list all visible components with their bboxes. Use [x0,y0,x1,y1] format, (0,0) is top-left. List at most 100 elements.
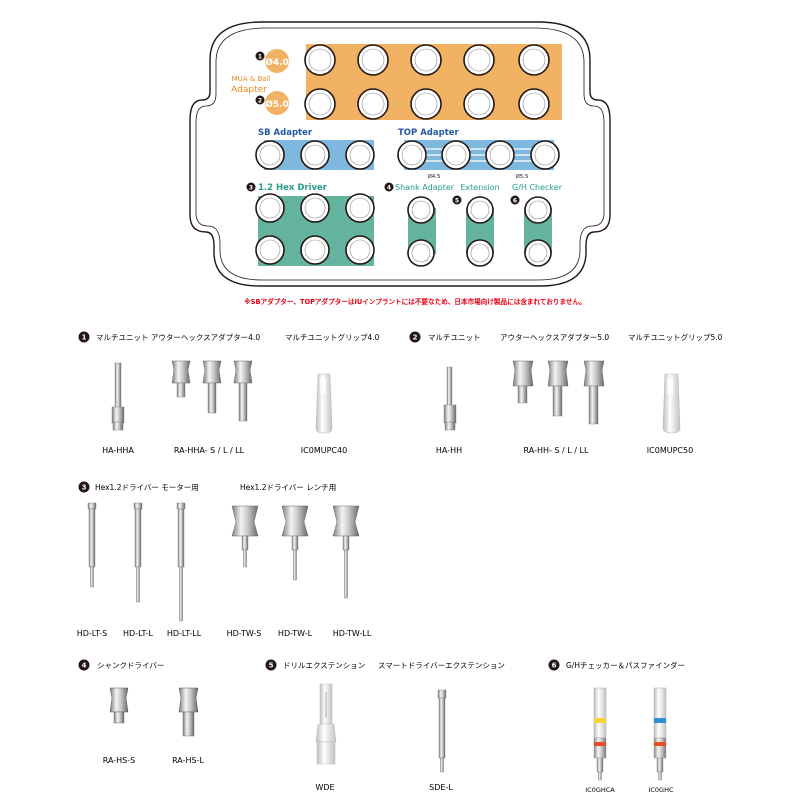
top-dim-large: Ø5.5 [515,173,529,180]
part-ic0ghc: IC0GHC [648,786,674,794]
part-ic0ghca: IC0GHCA [585,786,615,794]
tray-hole-inner-ring [445,144,467,166]
tray-badge-6: 6 [510,195,520,205]
part-ra-hha: RA-HHA- S / L / LL [174,446,245,455]
tray-hole-inner-ring [528,243,548,263]
section-6: 6 G/Hチェッカー＆パスファインダー IC0GHCA IC0GHC [548,659,685,794]
tray-badge-3: 3 [246,182,256,192]
tray-hole-inner-ring [534,144,556,166]
tray-hole-inner-ring [489,144,511,166]
svg-text:2: 2 [258,98,262,105]
part-ic0mupc50: IC0MUPC50 [647,446,693,455]
section-2-title-b: アウターヘックスアダプター5.0 [500,332,609,342]
section-2-title-a: マルチユニット [428,333,481,342]
section-5: 5 ドリルエクステンション スマートドライバーエクステンション WDE SDE-… [265,659,505,792]
section-6-title: G/Hチェッカー＆パスファインダー [566,660,685,670]
tray-badge-2: 2 [255,95,265,105]
svg-text:5: 5 [455,198,459,205]
part-hd-lt-l: HD-LT-L [123,629,153,638]
ic0mupc40-illustration [315,373,333,434]
mua-label-line2: Adapter [231,85,267,95]
section-1-badge [78,331,90,343]
svg-text:5: 5 [269,662,274,670]
part-hd-lt-s: HD-LT-S [77,629,108,638]
section-1-title-b: マルチユニットグリップ4.0 [285,332,380,342]
part-hd-tw-l: HD-TW-L [278,629,313,638]
part-hd-tw-s: HD-TW-S [227,629,262,638]
section-1: 1 マルチユニット アウターヘックスアダプター4.0 マルチユニットグリップ4.… [78,331,380,455]
ic0ghca-illustration [593,687,607,781]
tray-hole-inner-ring [522,92,546,116]
tray-hole-inner-ring [411,243,431,263]
ra-hs-illustrations [109,687,199,737]
svg-text:4: 4 [387,185,391,192]
svg-text:6: 6 [552,662,557,670]
section-2-title-c: マルチユニットグリップ5.0 [628,332,723,342]
orange-badge-bottom-text: Ø5.0 [265,99,289,110]
section-5-title-a: ドリルエクステンション [283,661,365,670]
tray-outline-outer [189,21,611,287]
tray-hole-inner-ring [308,92,332,116]
section-4: 4 シャンクドライバー RA-HS-S RA-HS-L [78,659,204,765]
tray-badge-1: 1 [255,51,265,61]
svg-text:6: 6 [513,198,517,205]
tray: Ø4.0 Ø5.0 1 2 3 4 5 6 MUA & Ball [189,21,611,287]
svg-text:3: 3 [249,185,253,192]
tray-hole-inner-ring [308,48,332,72]
top-band-stripes [420,148,540,162]
section-3: 3 Hex1.2ドライバー モーター用 Hex1.2ドライバー レンチ用 [77,481,372,638]
tray-hole [463,88,495,120]
part-ha-hh: HA-HH [436,446,462,455]
orange-badge-bottom [265,91,289,115]
tray-hole-inner-ring [522,48,546,72]
part-ra-hs-s: RA-HS-S [103,756,135,765]
section-3-title-a: Hex1.2ドライバー モーター用 [95,483,199,492]
tray-hole [304,44,336,76]
part-ic0mupc40: IC0MUPC40 [301,446,347,455]
svg-text:3: 3 [82,484,87,492]
tray-hole-inner-ring [349,239,371,261]
section-5-badge [265,659,277,671]
top-dim-small: Ø4.5 [427,173,441,180]
hd-lt-illustrations [87,502,186,622]
tray-outline-inner [195,27,605,281]
tray-hole [357,44,389,76]
top-adapter-label: TOP Adapter [398,128,460,138]
tray-hole-inner-ring [349,197,371,219]
part-hd-tw-ll: HD-TW-LL [333,629,372,638]
gh-checker-label: G/H Checker [512,183,563,192]
sde-l-illustration [437,689,447,773]
ha-hh-illustration [443,366,457,431]
svg-text:1: 1 [82,334,87,342]
tray-hole-inner-ring [470,200,490,220]
ic0mupc50-illustration [662,373,681,434]
tray-hole-inner-ring [401,144,423,166]
extension-label: Extension [460,183,499,192]
section-4-badge [78,659,90,671]
shank-adapter-label: Shank Adapter [395,183,455,192]
tray-hole-inner-ring [411,200,431,220]
tray-hole-inner-ring [528,200,548,220]
tray-badge-4: 4 [384,182,394,192]
tray-hole-inner-ring [349,144,371,166]
tray-hole-inner-ring [361,48,385,72]
tray-hole [518,44,550,76]
tray-hole-inner-ring [259,239,281,261]
svg-text:2: 2 [413,334,418,342]
tray-hole-inner-ring [467,92,491,116]
tray-holes [255,44,560,267]
tray-hole-inner-ring [467,48,491,72]
tray-hole [357,88,389,120]
part-ra-hs-l: RA-HS-L [172,756,204,765]
hd-tw-illustrations [231,505,360,599]
tray-hole [410,44,442,76]
svg-text:4: 4 [82,662,87,670]
orange-badge-top-text: Ø4.0 [265,57,289,68]
ra-hha-illustration [171,360,253,422]
ic0ghc-illustration [653,687,667,781]
tray-hole-inner-ring [304,197,326,219]
tray-hole-inner-ring [361,92,385,116]
tray-hole-inner-ring [414,92,438,116]
sb-adapter-label: SB Adapter [258,128,313,138]
